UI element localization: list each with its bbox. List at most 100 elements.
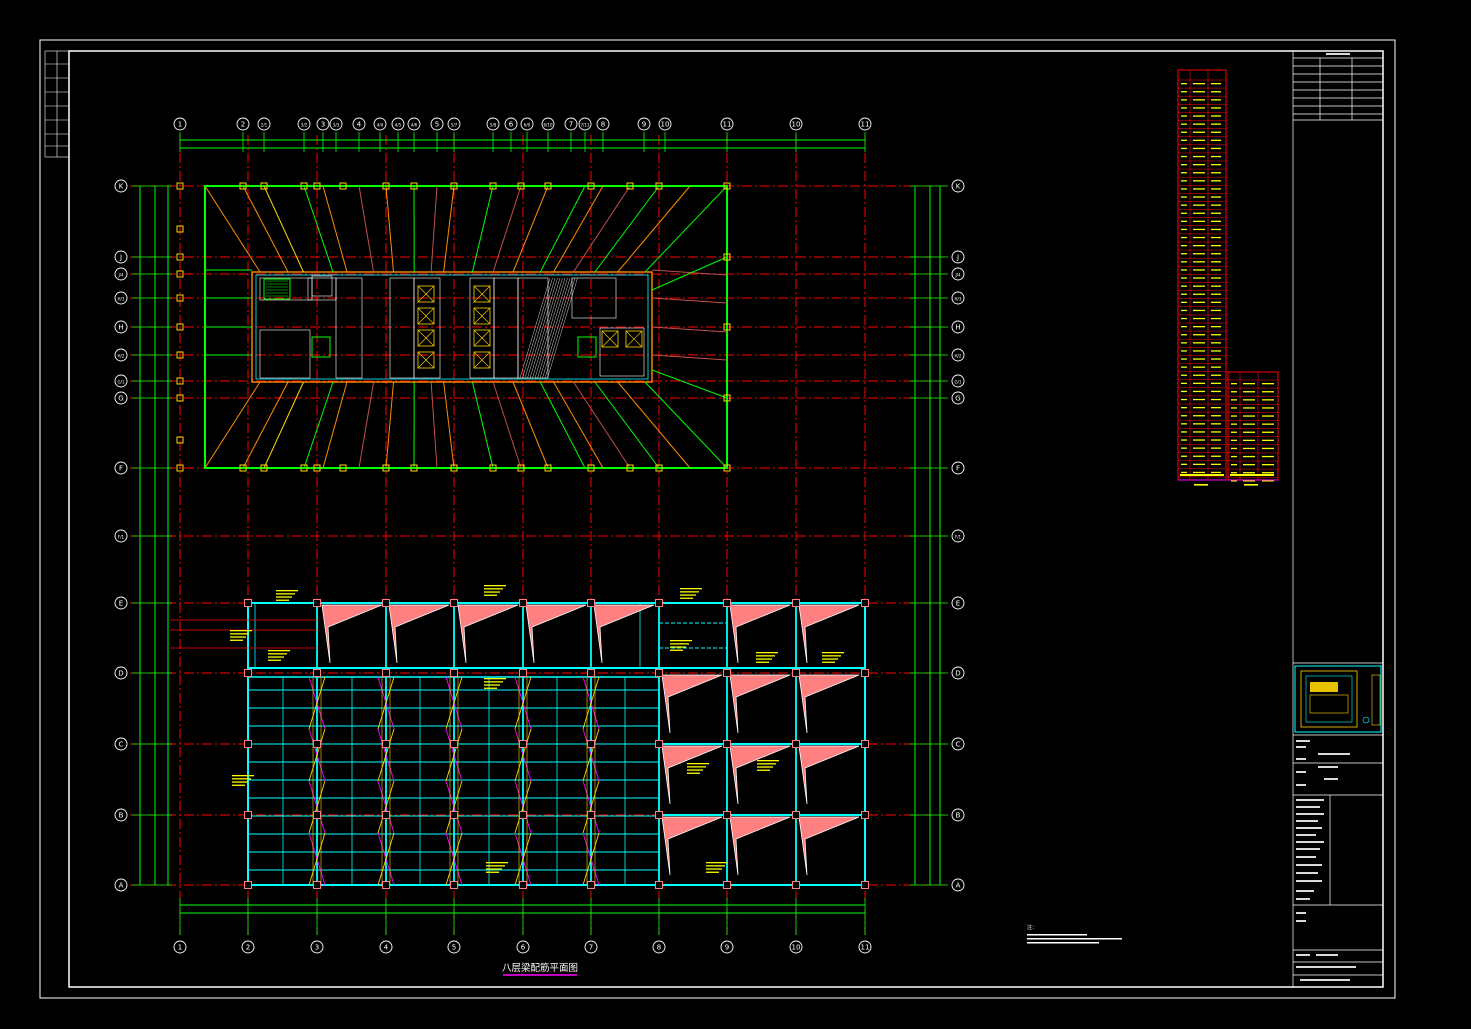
column — [587, 740, 595, 748]
level-table-mark — [1181, 204, 1187, 206]
level-table-mark — [1243, 407, 1255, 409]
column — [382, 740, 390, 748]
level-table-mark — [1211, 285, 1221, 287]
svg-text:2/1: 2/1 — [261, 123, 268, 128]
axis-bubble-column-bottom: 5 — [447, 940, 461, 954]
axis-bubble-row-left: H — [114, 320, 128, 334]
radial-beam — [242, 381, 289, 469]
axis-bubble-column-top: 10 — [658, 117, 672, 131]
level-table-mark — [1262, 399, 1274, 401]
column — [382, 464, 390, 472]
level-table-mark — [1181, 293, 1187, 295]
radial-beam — [471, 185, 494, 273]
column — [655, 740, 663, 748]
annotation-mark — [484, 588, 503, 590]
shear-wall — [729, 745, 791, 805]
level-table-mark — [1181, 366, 1187, 368]
svg-text:7: 7 — [569, 121, 573, 129]
column — [239, 464, 247, 472]
axis-bubble-column-top: 5 — [430, 117, 444, 131]
level-table-mark — [1262, 407, 1274, 409]
level-table-mark — [1211, 91, 1221, 93]
svg-text:6: 6 — [509, 121, 514, 129]
column — [723, 881, 731, 889]
axis-bubble-column-top: 2 — [236, 117, 250, 131]
column — [489, 464, 497, 472]
level-table-mark — [1181, 139, 1187, 141]
annotation-mark — [484, 594, 497, 596]
level-table-mark — [1181, 415, 1187, 417]
level-table-mark — [1262, 447, 1274, 450]
column — [382, 182, 390, 190]
svg-text:1: 1 — [178, 121, 182, 129]
level-table-mark — [1231, 383, 1237, 385]
radial-beam — [573, 381, 631, 469]
svg-text:C: C — [119, 741, 124, 749]
annotation-mark — [670, 643, 689, 645]
column — [176, 351, 184, 359]
level-table-mark — [1181, 131, 1187, 133]
level-table-mark — [1181, 180, 1187, 182]
axis-bubble-row-left: D — [114, 666, 128, 680]
radial-beam — [573, 185, 631, 273]
axis-bubble-column-top: 10 — [789, 117, 803, 131]
side-beam — [651, 326, 728, 333]
level-table-mark — [1181, 107, 1187, 109]
annotation-mark — [822, 661, 835, 663]
elevator-shaft — [601, 330, 619, 348]
column — [339, 464, 347, 472]
level-table-mark — [1193, 91, 1205, 93]
truss-diagonal — [377, 780, 395, 834]
column — [655, 599, 663, 607]
level-table-mark — [1262, 455, 1274, 458]
svg-text:6: 6 — [521, 944, 526, 952]
stair-green — [311, 336, 331, 358]
level-table-mark — [1211, 366, 1221, 368]
level-table-mark — [1193, 172, 1205, 174]
svg-text:H/2: H/2 — [118, 354, 125, 359]
truss-diagonal — [514, 676, 532, 730]
shear-wall — [321, 604, 383, 664]
truss-diagonal — [514, 780, 532, 834]
column — [655, 881, 663, 889]
truss-diagonal — [445, 676, 463, 730]
column — [655, 182, 663, 190]
annotation-mark — [486, 865, 505, 867]
level-table-mark — [1193, 374, 1205, 376]
shear-wall — [457, 604, 519, 664]
truss-diagonal — [514, 832, 532, 886]
level-table-mark — [1193, 317, 1205, 320]
axis-bubble-column-top: 4/6 — [407, 117, 421, 131]
level-table-mark — [1243, 464, 1255, 466]
side-beam — [651, 354, 728, 361]
column — [792, 669, 800, 677]
column — [626, 182, 634, 190]
svg-text:5: 5 — [452, 944, 456, 952]
level-table-mark — [1262, 423, 1274, 425]
annotation-mark — [276, 593, 295, 595]
elevator-shaft — [417, 307, 435, 325]
level-table-mark — [1211, 455, 1221, 457]
annotation-mark — [822, 652, 844, 654]
level-table-mark — [1231, 431, 1237, 433]
level-table-mark — [1181, 390, 1187, 393]
level-table-mark — [1181, 407, 1187, 409]
level-table-mark — [1211, 374, 1221, 376]
level-table-mark — [1181, 334, 1187, 336]
radial-beam — [430, 381, 438, 469]
svg-text:B: B — [956, 812, 961, 820]
radial-beam — [539, 381, 586, 469]
column — [519, 740, 527, 748]
level-table-mark — [1181, 155, 1187, 158]
axis-bubble-row-right: F/1 — [951, 529, 965, 543]
level-table-mark — [1231, 391, 1237, 393]
column — [239, 182, 247, 190]
annotation-mark — [756, 655, 775, 657]
column — [519, 881, 527, 889]
level-table-mark — [1181, 439, 1187, 441]
radial-beam — [358, 381, 375, 469]
annotation-mark — [680, 597, 693, 599]
level-table-mark — [1193, 455, 1205, 457]
axis-bubble-row-right: A — [951, 878, 965, 892]
annotation-mark — [706, 862, 728, 864]
